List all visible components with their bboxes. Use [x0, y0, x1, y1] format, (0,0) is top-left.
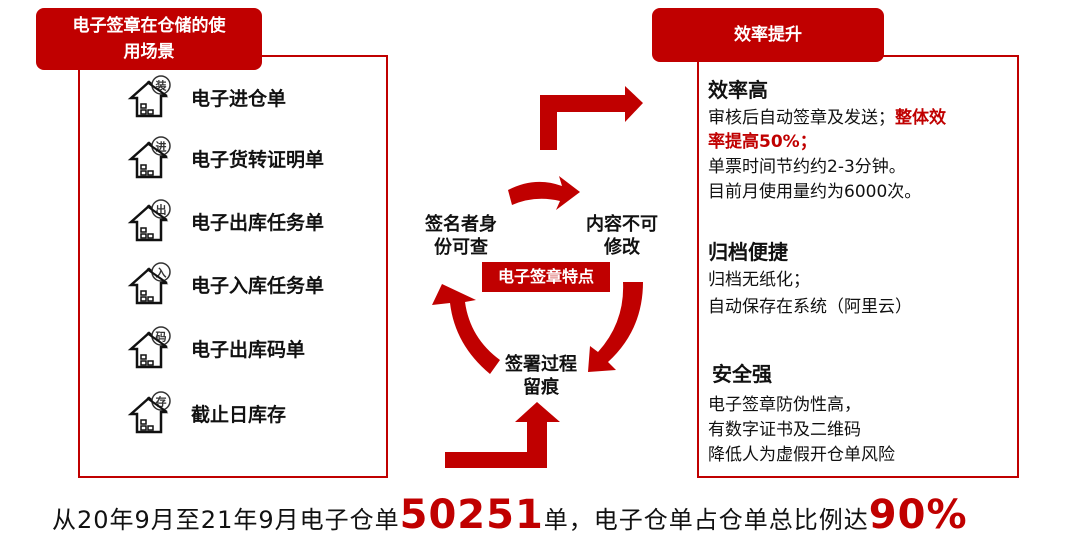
warehouse-icon: 进 [127, 136, 171, 179]
text: 审核后自动签章及发送； [708, 108, 895, 128]
scenario-item: 出电子出库任务单 [125, 196, 324, 246]
title-line: 电子签章在仓储的使 [72, 16, 226, 36]
text: 从20年9月至21年9月电子仓单 [52, 506, 400, 534]
highlight-text: 率提高50%； [708, 132, 817, 152]
left-curve-arrow [432, 284, 500, 374]
scenario-item: 入电子入库任务单 [125, 259, 324, 309]
summary-line: 从20年9月至21年9月电子仓单50251单，电子仓单占仓单总比例达90% [52, 492, 968, 538]
feature-immutable: 内容不可修改 [586, 213, 658, 259]
text-line: 单票时间节约约2-3分钟。 [708, 157, 906, 177]
text: 留痕 [523, 377, 559, 398]
scenario-item: 装电子进仓单 [125, 72, 286, 122]
text: 修改 [604, 237, 640, 258]
text-line: 审核后自动签章及发送；整体效 [708, 106, 946, 130]
svg-text:进: 进 [156, 140, 167, 154]
right-curve-arrow [588, 282, 643, 372]
text-line: 降低人为虚假开仓单风险 [708, 445, 895, 465]
text-line: 归档无纸化； [708, 270, 810, 290]
text: 签名者身 [425, 214, 497, 235]
scenario-label: 截止日库存 [191, 403, 287, 426]
text-line: 自动保存在系统（阿里云） [708, 297, 912, 317]
warehouse-icon: 入 [127, 262, 171, 305]
feature-trace: 签署过程留痕 [505, 353, 577, 399]
ratio-number: 90% [868, 492, 968, 538]
scenario-label: 电子进仓单 [191, 87, 287, 110]
svg-text:出: 出 [156, 203, 167, 217]
text-line: 电子签章防伪性高， [708, 395, 861, 415]
text: 签署过程 [505, 354, 577, 375]
text: 单，电子仓单占仓单总比例达 [543, 506, 869, 534]
scenarios-title: 电子签章在仓储的使 用场景 [36, 8, 262, 70]
text-line: 有数字证书及二维码 [708, 420, 861, 440]
scenario-item: 进电子货转证明单 [125, 133, 324, 183]
top-curve-arrow [508, 176, 580, 210]
title-line: 用场景 [123, 42, 175, 62]
bottom-l-arrow [445, 402, 560, 468]
count-number: 50251 [399, 492, 544, 538]
feature-identity: 签名者身份可查 [425, 213, 497, 259]
heading-archive: 归档便捷 [708, 240, 788, 264]
heading-security: 安全强 [712, 362, 772, 386]
center-title: 电子签章特点 [482, 262, 610, 292]
title-text: 效率提升 [734, 25, 802, 45]
text-line: 目前月使用量约为6000次。 [708, 182, 922, 202]
svg-text:码: 码 [156, 331, 167, 344]
svg-text:入: 入 [156, 267, 167, 280]
text: 份可查 [434, 237, 488, 258]
scenario-label: 电子出库码单 [191, 338, 306, 361]
svg-text:存: 存 [156, 395, 167, 409]
warehouse-icon: 存 [127, 391, 171, 434]
scenario-label: 电子货转证明单 [191, 148, 325, 171]
heading-efficiency: 效率高 [708, 78, 768, 102]
warehouse-icon: 装 [127, 75, 171, 118]
scenario-label: 电子出库任务单 [191, 211, 325, 234]
scenario-item: 码电子出库码单 [125, 323, 305, 373]
warehouse-icon: 码 [127, 326, 171, 369]
efficiency-title: 效率提升 [652, 8, 884, 62]
scenario-label: 电子入库任务单 [191, 274, 325, 297]
warehouse-icon: 出 [127, 199, 171, 242]
scenario-item: 存截止日库存 [125, 388, 286, 438]
text: 内容不可 [586, 214, 658, 235]
top-l-arrow [540, 86, 643, 150]
highlight-text: 整体效 [895, 108, 946, 128]
